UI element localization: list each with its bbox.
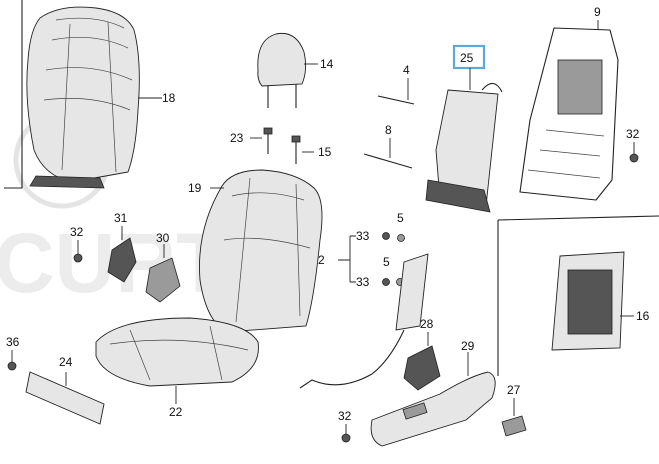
headrest: 14 <box>257 32 334 108</box>
headrest-guides: 23 15 <box>230 127 332 164</box>
label-32-right: 32 <box>626 127 640 141</box>
front-trim-parts: 36 24 <box>6 335 105 425</box>
inset-seat-back-rear: 16 <box>497 215 659 376</box>
label-22: 22 <box>169 405 183 419</box>
side-cover-body <box>370 371 496 447</box>
seat-back-stitching <box>43 17 133 173</box>
label-31: 31 <box>114 211 128 225</box>
frame-panel <box>557 59 603 115</box>
wire-8 <box>363 153 413 169</box>
guide-23-head <box>263 127 273 135</box>
seat-cushion: 22 <box>95 317 259 419</box>
seat-back-cover-seams <box>223 177 311 323</box>
bolt-32-bottom-group: 32 <box>338 409 352 443</box>
bracket-line-2 <box>338 235 356 283</box>
seat-back-shell <box>26 6 140 183</box>
label-19: 19 <box>188 181 202 195</box>
seat-cushion-body <box>95 317 259 387</box>
back-pad-lower <box>425 179 491 213</box>
rear-panel-insert <box>567 269 613 335</box>
frame-crossbars <box>527 129 605 179</box>
label-5-bottom: 5 <box>383 255 390 269</box>
headrest-pad <box>257 32 307 87</box>
label-5-top: 5 <box>397 211 404 225</box>
bracket-30 <box>145 257 181 303</box>
bracket-28 <box>403 345 441 391</box>
lumbar-fasteners: 2 33 5 33 5 <box>318 211 405 289</box>
inset-frame-right <box>497 215 659 376</box>
seat-back-bottom-trim <box>29 175 105 189</box>
label-16-partial: 16 <box>636 309 650 323</box>
label-8: 8 <box>385 123 392 137</box>
label-2: 2 <box>318 253 325 267</box>
label-33-top: 33 <box>356 229 370 243</box>
bolt-32-bottom <box>341 433 351 443</box>
bolt-32-left <box>73 253 83 263</box>
seat-back-cover: 19 <box>188 169 323 333</box>
back-pad-hook <box>481 82 503 93</box>
lumbar-pad <box>395 253 429 331</box>
clip-36 <box>7 361 17 371</box>
label-24: 24 <box>59 355 73 369</box>
inset-frame-top-left <box>4 0 23 189</box>
wire-harness <box>299 329 405 389</box>
part-28-bracket: 28 <box>403 317 441 391</box>
part-27-cap: 27 <box>501 383 527 437</box>
label-23: 23 <box>230 131 244 145</box>
part-25-back-pad: 25 <box>425 44 503 213</box>
seat-back-cover-body <box>199 169 323 333</box>
seat-back-frame: 9 32 <box>519 5 640 201</box>
label-28: 28 <box>420 317 434 331</box>
label-18-partial: 18 <box>162 91 176 105</box>
headrest-posts <box>267 84 297 108</box>
label-25: 25 <box>460 51 474 65</box>
highlight-box-25 <box>452 44 486 70</box>
label-15: 15 <box>318 145 332 159</box>
recliner-cover-31 <box>107 237 137 283</box>
trim-wires: 4 8 <box>363 63 415 169</box>
nut-5-top <box>397 234 405 242</box>
guide-15-head <box>291 135 301 143</box>
side-cover-29: 29 <box>370 339 496 447</box>
seat-switch <box>402 402 428 420</box>
label-32-left: 32 <box>70 225 84 239</box>
recliner-parts: 32 31 30 <box>70 211 181 303</box>
bolt-33-bottom <box>382 278 390 286</box>
inset-seat-back-assembly: 18 <box>4 0 176 189</box>
label-36: 36 <box>6 335 20 349</box>
lumbar-support <box>299 253 429 389</box>
cap-27 <box>501 415 527 437</box>
label-32-bottom: 32 <box>338 409 352 423</box>
label-30: 30 <box>156 231 170 245</box>
bolt-33-top <box>382 232 390 240</box>
label-9: 9 <box>594 5 601 19</box>
trim-24 <box>25 371 105 425</box>
wire-4 <box>377 95 415 105</box>
bolt-32-right <box>629 153 639 163</box>
seat-cushion-seams <box>109 325 249 381</box>
label-14: 14 <box>320 57 334 71</box>
label-4: 4 <box>403 63 410 77</box>
label-29: 29 <box>461 339 475 353</box>
frame-outline <box>519 27 619 201</box>
label-27: 27 <box>507 383 521 397</box>
label-33-bottom: 33 <box>356 275 370 289</box>
